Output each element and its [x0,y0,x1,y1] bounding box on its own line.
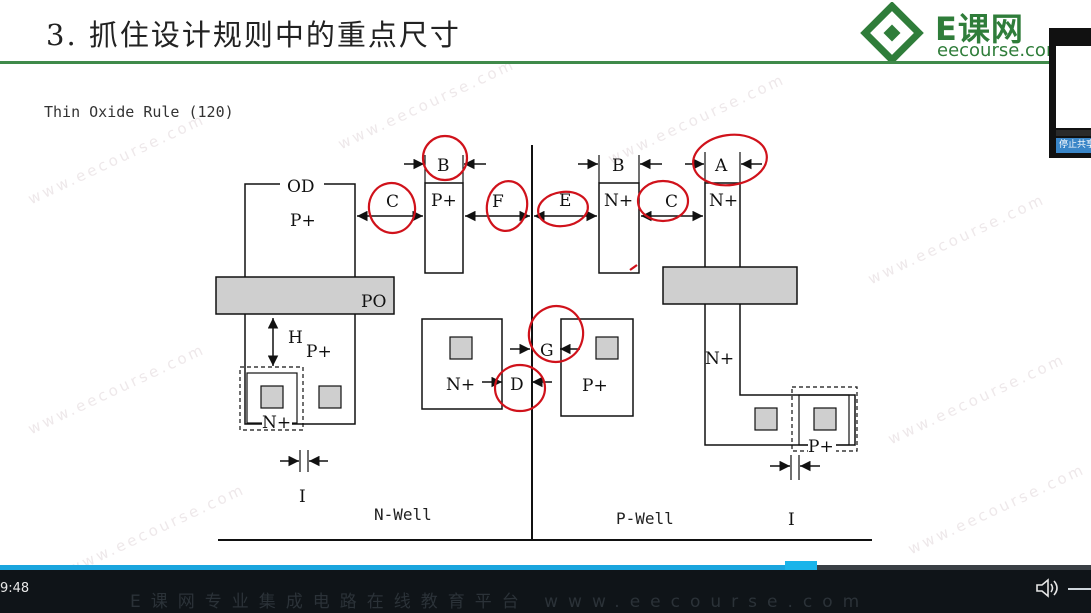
n-plus-label: N+ [446,375,475,395]
i-label: I [788,510,795,530]
contact [754,407,778,431]
contact [813,407,837,431]
n-plus-label: N+ [709,191,738,211]
a-label: A [714,156,728,176]
footer-banner: E课网专业集成电路在线教育平台 www.eecourse.com [130,592,870,612]
g-label: G [540,341,554,361]
p-plus-label: P+ [582,376,608,396]
od-region-right [704,182,856,446]
volume-slider[interactable] [1068,588,1091,590]
annotation-circle-b [421,134,469,182]
contact [449,336,473,360]
d-label: D [510,375,524,395]
poly-left [215,276,395,315]
n-plus-label: N+ [262,413,291,433]
annotation-marks [367,133,768,413]
logo-icon [860,2,924,64]
od-label: OD [287,177,315,197]
screen-share-preview [1056,46,1091,128]
stop-share-button[interactable]: 停止共享 [1056,138,1091,153]
annotation-circle-e [537,190,589,228]
i-label: I [299,487,306,507]
b-label: B [612,156,625,176]
diagram-subtitle: Thin Oxide Rule (120) [44,103,234,121]
player-controls [0,570,1091,613]
poly-right [662,266,798,305]
page-title: 3. 抓住设计规则中的重点尺寸 [46,18,461,52]
slide-canvas: www.eecourse.com www.eecourse.com www.ee… [0,2,1089,565]
n-plus-label: N+ [604,191,633,211]
p-plus-block [560,318,634,417]
contact [318,385,342,409]
annotation-circle-c [636,179,690,223]
title-divider [0,61,1050,64]
annotation-circle-d [493,363,547,413]
n-implant-dashed [239,366,304,431]
c-label: C [665,192,678,212]
playback-time: 9:48 [0,581,30,596]
logo-subtext: eecourse.com [937,40,1064,61]
progress-fill [0,565,786,570]
h-label: H [288,328,303,348]
f-label: F [492,192,504,212]
progress-handle[interactable] [785,561,817,570]
annotation-circle-c [367,181,417,235]
annotation-circle-a [692,133,768,187]
p-plus-region [424,182,464,274]
annotation-circle-g [527,304,585,364]
c-label: C [386,192,399,212]
p-plus-label: P+ [431,191,457,211]
od-label-bg [280,176,324,194]
contact [260,385,284,409]
p-plus-label: P+ [808,437,834,457]
e-label: E [559,191,571,211]
layout-diagram: OD P+ PO H P+ N+ I P+ B C [215,133,872,541]
annotation-circle-f [485,180,529,232]
contact [595,336,619,360]
screen-share-toolbar [1056,130,1091,136]
n-well-label: N-Well [374,505,432,524]
p-plus-label-bg [808,436,836,452]
po-label: PO [361,292,386,312]
volume-icon[interactable] [1034,576,1062,600]
b-label: B [437,156,450,176]
n-plus-region [598,182,640,274]
p-plus-label: P+ [290,211,316,231]
p-well-label: P-Well [616,509,674,528]
n-plus-label: N+ [705,349,734,369]
logo-text: E课网 [935,10,1024,48]
p-plus-label: P+ [306,342,332,362]
n-plus-label-bg [262,412,292,428]
n-plus-block [421,318,503,410]
annotation-stroke [629,264,638,271]
